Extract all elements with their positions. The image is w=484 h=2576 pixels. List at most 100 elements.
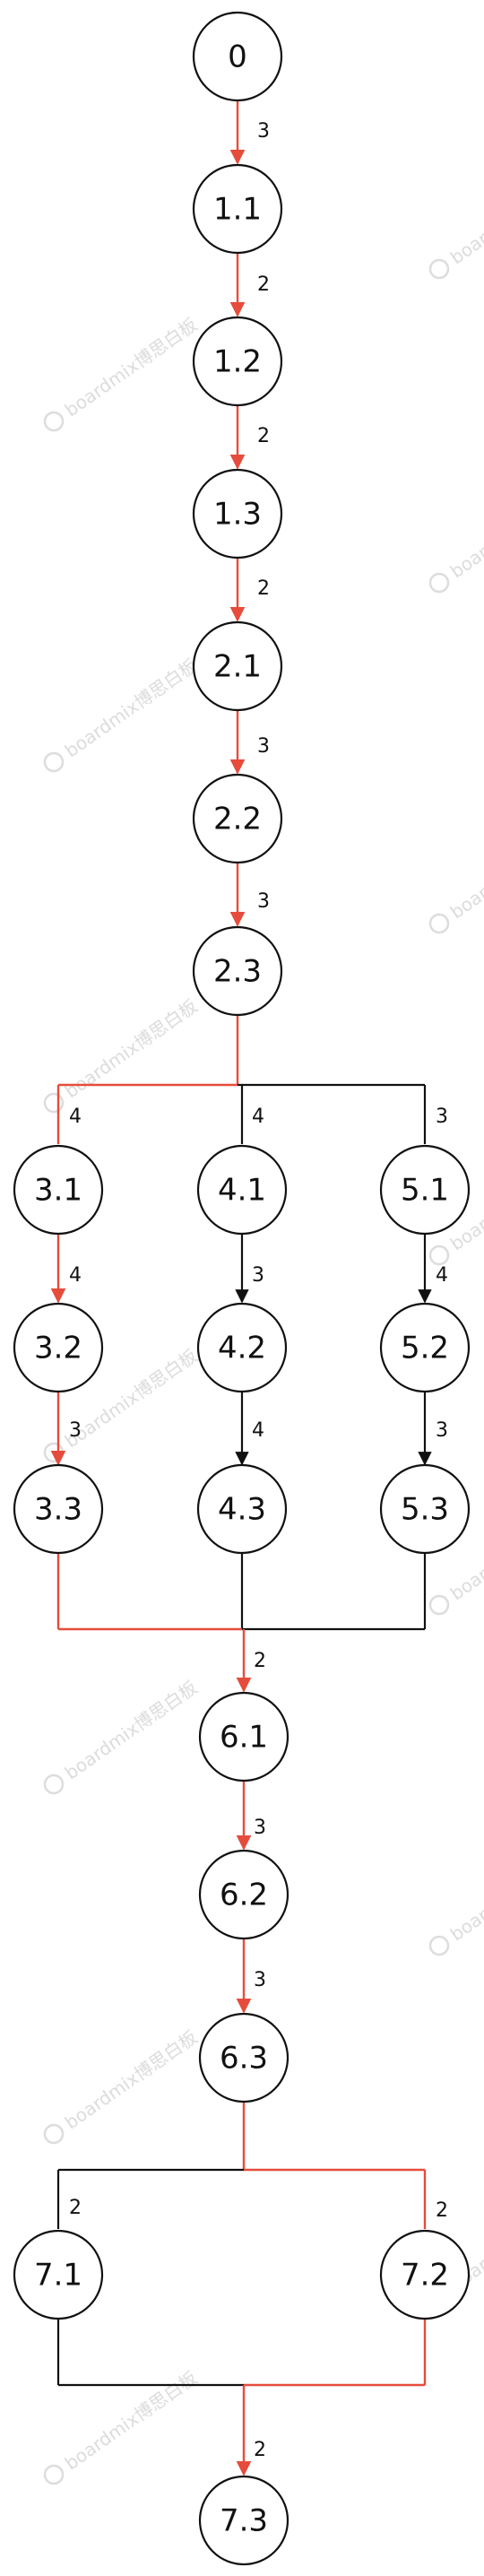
watermark-text: boardmix博思白板 bbox=[61, 2367, 202, 2475]
edge-label-2-3-3-1: 4 bbox=[69, 1106, 82, 1128]
boardmix-logo-icon bbox=[428, 913, 450, 934]
node-4-1: 4.1 bbox=[196, 1144, 288, 1236]
edge-label-1-2-1-3: 2 bbox=[257, 425, 270, 447]
node-1-3: 1.3 bbox=[192, 468, 283, 559]
watermark-text: boardmix博思白板 bbox=[446, 161, 484, 269]
node-4-2: 4.2 bbox=[196, 1302, 288, 1393]
node-label-5-2: 5.2 bbox=[401, 1331, 449, 1366]
edge-label-3-2-3-3: 3 bbox=[69, 1419, 82, 1442]
node-4-3: 4.3 bbox=[196, 1463, 288, 1555]
edge-label-1-1-1-2: 2 bbox=[257, 273, 270, 296]
node-2-2: 2.2 bbox=[192, 773, 283, 864]
node-label-1-2: 1.2 bbox=[213, 344, 262, 380]
boardmix-logo-icon bbox=[43, 1774, 65, 1795]
boardmix-logo-icon bbox=[428, 572, 450, 594]
watermark-text: boardmix博思白板 bbox=[61, 1677, 202, 1784]
watermark-2: boardmix博思白板 bbox=[428, 161, 484, 280]
edge-label-6-1-6-2: 3 bbox=[254, 1817, 266, 1839]
node-6-2: 6.2 bbox=[198, 1849, 290, 1940]
watermark-4: boardmix博思白板 bbox=[428, 475, 484, 594]
node-label-7-2: 7.2 bbox=[401, 2258, 449, 2294]
edge-layer bbox=[50, 101, 432, 2476]
node-1-2: 1.2 bbox=[192, 316, 283, 407]
edge-label-2-3-5-1: 3 bbox=[436, 1106, 448, 1128]
node-label-5-1: 5.1 bbox=[401, 1173, 449, 1209]
watermark-text: boardmix博思白板 bbox=[61, 2026, 202, 2134]
watermark-text: boardmix博思白板 bbox=[61, 655, 202, 762]
watermark-5: boardmix博思白板 bbox=[43, 995, 202, 1114]
edge-label-merge-6-1: 2 bbox=[254, 1650, 266, 1672]
node-label-5-3: 5.3 bbox=[401, 1492, 449, 1528]
node-label-3-1: 3.1 bbox=[34, 1173, 82, 1209]
node-2-3: 2.3 bbox=[192, 925, 283, 1017]
node-label-7-1: 7.1 bbox=[34, 2258, 82, 2294]
watermark-text: boardmix博思白板 bbox=[61, 314, 202, 421]
node-label-2-2: 2.2 bbox=[213, 802, 262, 837]
node-6-3: 6.3 bbox=[198, 2012, 290, 2103]
edge-label-5-2-5-3: 3 bbox=[436, 1419, 448, 1442]
edge-label-1-3-2-1: 2 bbox=[257, 577, 270, 600]
node-label-1-3: 1.3 bbox=[213, 497, 262, 533]
node-5-1: 5.1 bbox=[379, 1144, 471, 1236]
node-6-1: 6.1 bbox=[198, 1691, 290, 1782]
boardmix-logo-icon bbox=[428, 1245, 450, 1266]
watermark-11: boardmix博思白板 bbox=[43, 2026, 202, 2145]
edge-label-6-2-6-3: 3 bbox=[254, 1969, 266, 1991]
edge-label-0-1-1: 3 bbox=[257, 120, 270, 143]
node-3-1: 3.1 bbox=[13, 1144, 104, 1236]
watermark-6: boardmix博思白板 bbox=[428, 816, 484, 934]
edge-label-4-1-4-2: 3 bbox=[252, 1264, 264, 1287]
watermark-text: boardmix博思白板 bbox=[446, 816, 484, 924]
edge-label-3-1-3-2: 4 bbox=[69, 1264, 82, 1287]
node-7-1: 7.1 bbox=[13, 2229, 104, 2320]
edge-label-6-3-7-1: 2 bbox=[69, 2197, 82, 2219]
edge-label-2-2-2-3: 3 bbox=[257, 890, 270, 913]
edge-label-4-2-4-3: 4 bbox=[252, 1419, 264, 1442]
node-label-7-3: 7.3 bbox=[220, 2503, 268, 2539]
node-label-3-2: 3.2 bbox=[34, 1331, 82, 1366]
node-3-2: 3.2 bbox=[13, 1302, 104, 1393]
node-3-3: 3.3 bbox=[13, 1463, 104, 1555]
boardmix-logo-icon bbox=[428, 1594, 450, 1616]
watermark-1: boardmix博思白板 bbox=[43, 314, 202, 432]
edge-label-2-1-2-2: 3 bbox=[257, 735, 270, 758]
watermark-text: boardmix博思白板 bbox=[446, 475, 484, 583]
node-label-6-3: 6.3 bbox=[220, 2041, 268, 2077]
node-label-3-3: 3.3 bbox=[34, 1492, 82, 1528]
node-2-1: 2.1 bbox=[192, 620, 283, 712]
edge-label-2-3-4-1: 4 bbox=[252, 1106, 264, 1128]
boardmix-logo-icon bbox=[428, 258, 450, 280]
watermark-12: boardmix博思白板 bbox=[428, 1838, 484, 1956]
node-label-4-1: 4.1 bbox=[218, 1173, 266, 1209]
edge-label-layer: 3 2 2 2 3 3 4 4 3 4 3 4 3 4 3 2 3 3 2 2 … bbox=[69, 120, 448, 2461]
boardmix-logo-icon bbox=[43, 1092, 65, 1114]
edge-label-6-3-7-2: 2 bbox=[436, 2199, 448, 2222]
boardmix-logo-icon bbox=[43, 751, 65, 773]
edge-label-5-1-5-2: 4 bbox=[436, 1264, 448, 1287]
node-label-6-1: 6.1 bbox=[220, 1720, 268, 1756]
node-7-2: 7.2 bbox=[379, 2229, 471, 2320]
edge-label-merge-7-3: 2 bbox=[254, 2439, 266, 2461]
node-label-2-1: 2.1 bbox=[213, 649, 262, 685]
node-7-3: 7.3 bbox=[198, 2475, 290, 2566]
watermark-3: boardmix博思白板 bbox=[43, 655, 202, 773]
node-0: 0 bbox=[192, 11, 283, 102]
watermark-9: boardmix博思白板 bbox=[43, 1677, 202, 1795]
boardmix-logo-icon bbox=[43, 411, 65, 432]
node-label-6-2: 6.2 bbox=[220, 1878, 268, 1913]
node-1-1: 1.1 bbox=[192, 163, 283, 255]
node-label-4-2: 4.2 bbox=[218, 1331, 266, 1366]
watermark-text: boardmix博思白板 bbox=[446, 1838, 484, 1946]
node-5-3: 5.3 bbox=[379, 1463, 471, 1555]
boardmix-logo-icon bbox=[428, 1935, 450, 1956]
node-label-1-1: 1.1 bbox=[213, 192, 262, 228]
node-label-0: 0 bbox=[228, 39, 247, 75]
boardmix-logo-icon bbox=[43, 1442, 65, 1463]
node-layer: 0 1.1 1.2 1.3 2.1 2.2 bbox=[13, 11, 471, 2566]
boardmix-logo-icon bbox=[43, 2464, 65, 2485]
watermark-text: boardmix博思白板 bbox=[61, 995, 202, 1103]
node-label-2-3: 2.3 bbox=[213, 954, 262, 990]
node-5-2: 5.2 bbox=[379, 1302, 471, 1393]
